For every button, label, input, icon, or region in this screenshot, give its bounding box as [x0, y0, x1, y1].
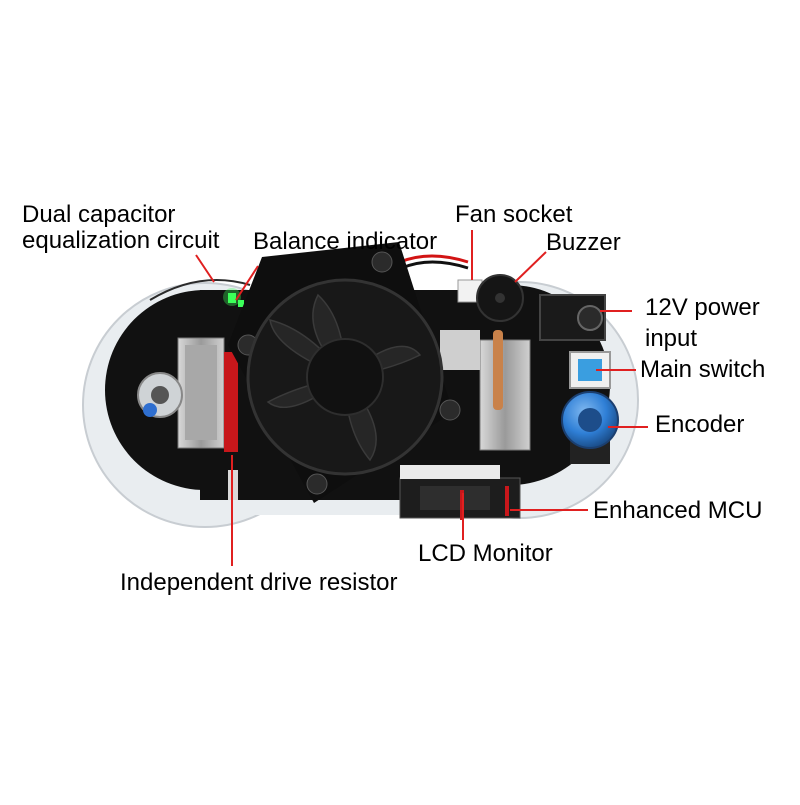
leader-lines [195, 230, 648, 566]
encoder-label: Encoder [655, 411, 745, 438]
fan-socket [399, 254, 483, 303]
dual-capacitor-label-line2: equalization circuit [22, 227, 220, 254]
buzzer [476, 274, 524, 322]
buzzer-label: Buzzer [546, 229, 621, 256]
balance-indicator-label: Balance indicator [253, 228, 438, 255]
power-input-label-line1: 12V power [645, 294, 760, 321]
right-heatsink [440, 330, 531, 451]
dual-capacitor-label-line1: Dual capacitor [22, 201, 176, 228]
balance-leds [223, 288, 244, 307]
left-heatsink [137, 337, 225, 449]
lcd-monitor-label: LCD Monitor [418, 540, 553, 567]
cooling-fan [228, 242, 461, 503]
drive-resistor-label: Independent drive resistor [120, 569, 398, 596]
balance-indicator-leader [235, 265, 259, 301]
buzzer-leader [514, 251, 547, 283]
encoder-knob [561, 391, 619, 464]
main-switch-label: Main switch [640, 356, 766, 383]
fan-socket-label: Fan socket [455, 201, 573, 228]
dual-capacitor-leader [195, 254, 215, 283]
lcd-module [399, 465, 521, 520]
power-input-label-line2: input [645, 325, 698, 352]
enhanced-mcu-label: Enhanced MCU [593, 497, 763, 524]
power-jack [539, 294, 606, 341]
